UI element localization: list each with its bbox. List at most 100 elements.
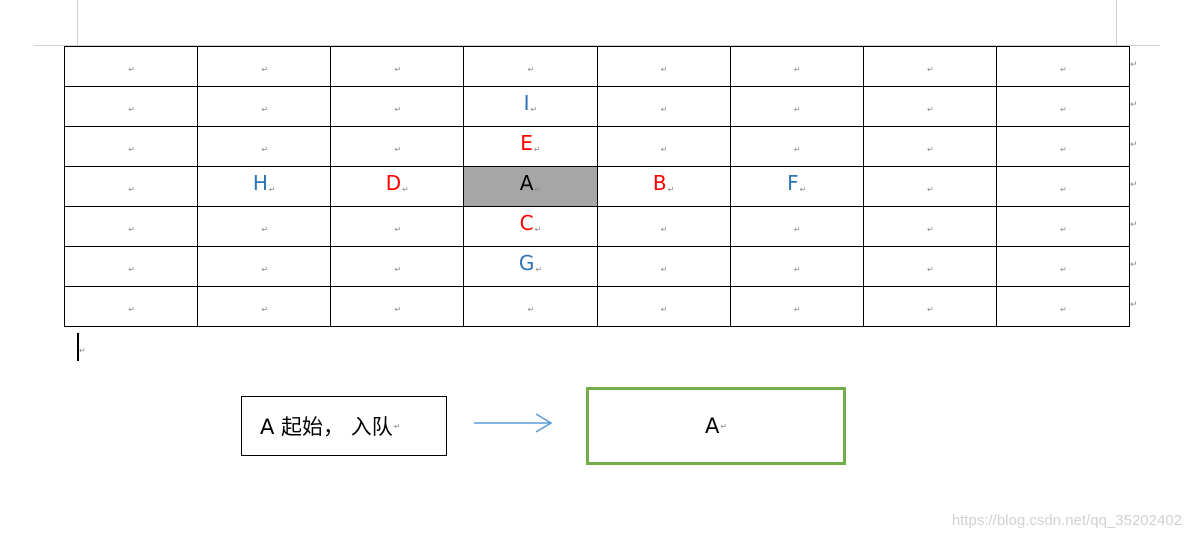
paragraph-mark: ↵ bbox=[534, 225, 542, 234]
grid-cell: ↵ bbox=[197, 286, 332, 327]
grid-cell: ↵ bbox=[330, 126, 465, 167]
paragraph-mark: ↵ bbox=[793, 304, 801, 314]
grid-node-label: H bbox=[252, 171, 268, 195]
paragraph-mark: ↵ bbox=[261, 264, 269, 274]
grid-node-label: F bbox=[787, 171, 799, 195]
grid-cell: ↵ bbox=[63, 206, 199, 247]
paragraph-mark: ↵ bbox=[793, 224, 801, 234]
paragraph-mark: ↵ bbox=[530, 105, 538, 114]
paragraph-mark: ↵ bbox=[394, 64, 402, 74]
grid-node-label: E bbox=[520, 131, 533, 155]
paragraph-mark: ↵ bbox=[261, 104, 269, 114]
grid-cell: ↵ bbox=[596, 46, 731, 87]
paragraph-mark: ↵ bbox=[128, 144, 135, 154]
paragraph-mark: ↵ bbox=[1060, 144, 1067, 154]
paragraph-mark: ↵ bbox=[926, 304, 934, 314]
grid-cell: ↵ bbox=[995, 46, 1131, 87]
row-end-mark: ↵ bbox=[1130, 100, 1138, 110]
arrow-right-icon bbox=[474, 413, 553, 433]
grid-row: ↵↵↵↵↵↵↵↵ bbox=[63, 286, 1131, 327]
grid-cell: ↵ bbox=[995, 246, 1131, 287]
grid-row: ↵ ↵ ↵ ↵ ↵ ↵ ↵ ↵ bbox=[63, 46, 1131, 87]
grid-cell: ↵ bbox=[63, 246, 199, 287]
grid-cell-g: G↵ bbox=[463, 246, 598, 287]
grid-row: ↵↵↵I↵↵↵↵↵ bbox=[63, 86, 1131, 127]
grid-cell: ↵ bbox=[197, 126, 332, 167]
grid-cell-e: E↵ bbox=[463, 126, 598, 167]
paragraph-mark: ↵ bbox=[793, 104, 801, 114]
paragraph-mark: ↵ bbox=[527, 64, 535, 74]
grid-cell: ↵ bbox=[330, 46, 465, 87]
grid-cell: ↵ bbox=[197, 86, 332, 127]
grid-cell-d: D↵ bbox=[330, 166, 465, 207]
paragraph-mark: ↵ bbox=[394, 104, 402, 114]
row-end-mark: ↵ bbox=[1130, 260, 1138, 270]
paragraph-mark: ↵ bbox=[128, 104, 135, 114]
paragraph-mark: ↵ bbox=[660, 144, 668, 154]
paragraph-mark: ↵ bbox=[128, 64, 135, 74]
grid-cell: ↵ bbox=[862, 126, 997, 167]
grid-cell: ↵ bbox=[862, 166, 997, 207]
grid-cell: ↵ bbox=[463, 46, 598, 87]
paragraph-mark: ↵ bbox=[926, 184, 934, 194]
grid-cell-f: F↵ bbox=[729, 166, 864, 207]
margin-mark-left bbox=[77, 0, 78, 46]
paragraph-mark: ↵ bbox=[720, 421, 728, 431]
grid-cell: ↵ bbox=[729, 46, 864, 87]
paragraph-mark: ↵ bbox=[660, 224, 668, 234]
grid-row: ↵↵↵G↵↵↵↵↵ bbox=[63, 246, 1131, 287]
paragraph-mark: ↵ bbox=[1060, 104, 1067, 114]
grid-cell: ↵ bbox=[729, 206, 864, 247]
paragraph-mark: ↵ bbox=[533, 145, 541, 154]
queue-contents: A bbox=[704, 414, 720, 438]
grid-cell: ↵ bbox=[63, 126, 199, 167]
grid-node-label: D bbox=[385, 171, 402, 195]
paragraph-mark: ↵ bbox=[793, 264, 801, 274]
grid-cell: ↵ bbox=[862, 46, 997, 87]
grid-cell: ↵ bbox=[63, 286, 199, 327]
grid-cell: ↵ bbox=[596, 86, 731, 127]
grid-row: ↵H↵D↵A↵B↵F↵↵↵ bbox=[63, 166, 1131, 207]
paragraph-mark: ↵ bbox=[926, 64, 934, 74]
paragraph-mark: ↵ bbox=[926, 224, 934, 234]
row-end-mark: ↵ bbox=[1130, 300, 1138, 310]
step-description-box: A 起始， 入队↵ bbox=[241, 396, 447, 456]
grid-cell: ↵ bbox=[729, 86, 864, 127]
row-end-mark: ↵ bbox=[1130, 220, 1138, 230]
paragraph-mark: ↵ bbox=[926, 264, 934, 274]
paragraph-mark: ↵ bbox=[535, 265, 543, 274]
grid-cell: ↵ bbox=[995, 126, 1131, 167]
paragraph-mark: ↵ bbox=[1060, 64, 1067, 74]
paragraph-mark: ↵ bbox=[1060, 304, 1067, 314]
paragraph-mark: ↵ bbox=[394, 224, 402, 234]
paragraph-mark: ↵ bbox=[667, 185, 675, 194]
grid-cell-c: C↵ bbox=[463, 206, 598, 247]
grid-cell: ↵ bbox=[995, 166, 1131, 207]
paragraph-mark: ↵ bbox=[128, 224, 135, 234]
grid-cell: ↵ bbox=[729, 126, 864, 167]
grid-cell: ↵ bbox=[596, 286, 731, 327]
margin-mark-top bbox=[34, 45, 1160, 46]
grid-cell: ↵ bbox=[729, 246, 864, 287]
grid-cell: ↵ bbox=[330, 206, 465, 247]
grid-cell: ↵ bbox=[63, 86, 199, 127]
paragraph-mark: ↵ bbox=[793, 64, 801, 74]
paragraph-mark: ↵ bbox=[402, 185, 409, 194]
grid-cell-b: B↵ bbox=[596, 166, 731, 207]
grid-cell: ↵ bbox=[995, 86, 1131, 127]
paragraph-mark: ↵ bbox=[660, 64, 668, 74]
grid-cell: ↵ bbox=[862, 246, 997, 287]
paragraph-mark: ↵ bbox=[527, 304, 535, 314]
grid-cell: ↵ bbox=[197, 246, 332, 287]
paragraph-mark: ↵ bbox=[268, 185, 276, 194]
paragraph-mark: ↵ bbox=[534, 185, 542, 194]
paragraph-mark: ↵ bbox=[1060, 224, 1067, 234]
paragraph-mark: ↵ bbox=[261, 304, 269, 314]
paragraph-mark: ↵ bbox=[79, 346, 86, 355]
grid-cell: ↵ bbox=[995, 286, 1131, 327]
grid-cell: ↵ bbox=[63, 46, 199, 87]
row-end-mark: ↵ bbox=[1130, 180, 1138, 190]
paragraph-mark: ↵ bbox=[261, 64, 269, 74]
grid-cell: ↵ bbox=[330, 246, 465, 287]
grid-cell: ↵ bbox=[63, 166, 199, 207]
